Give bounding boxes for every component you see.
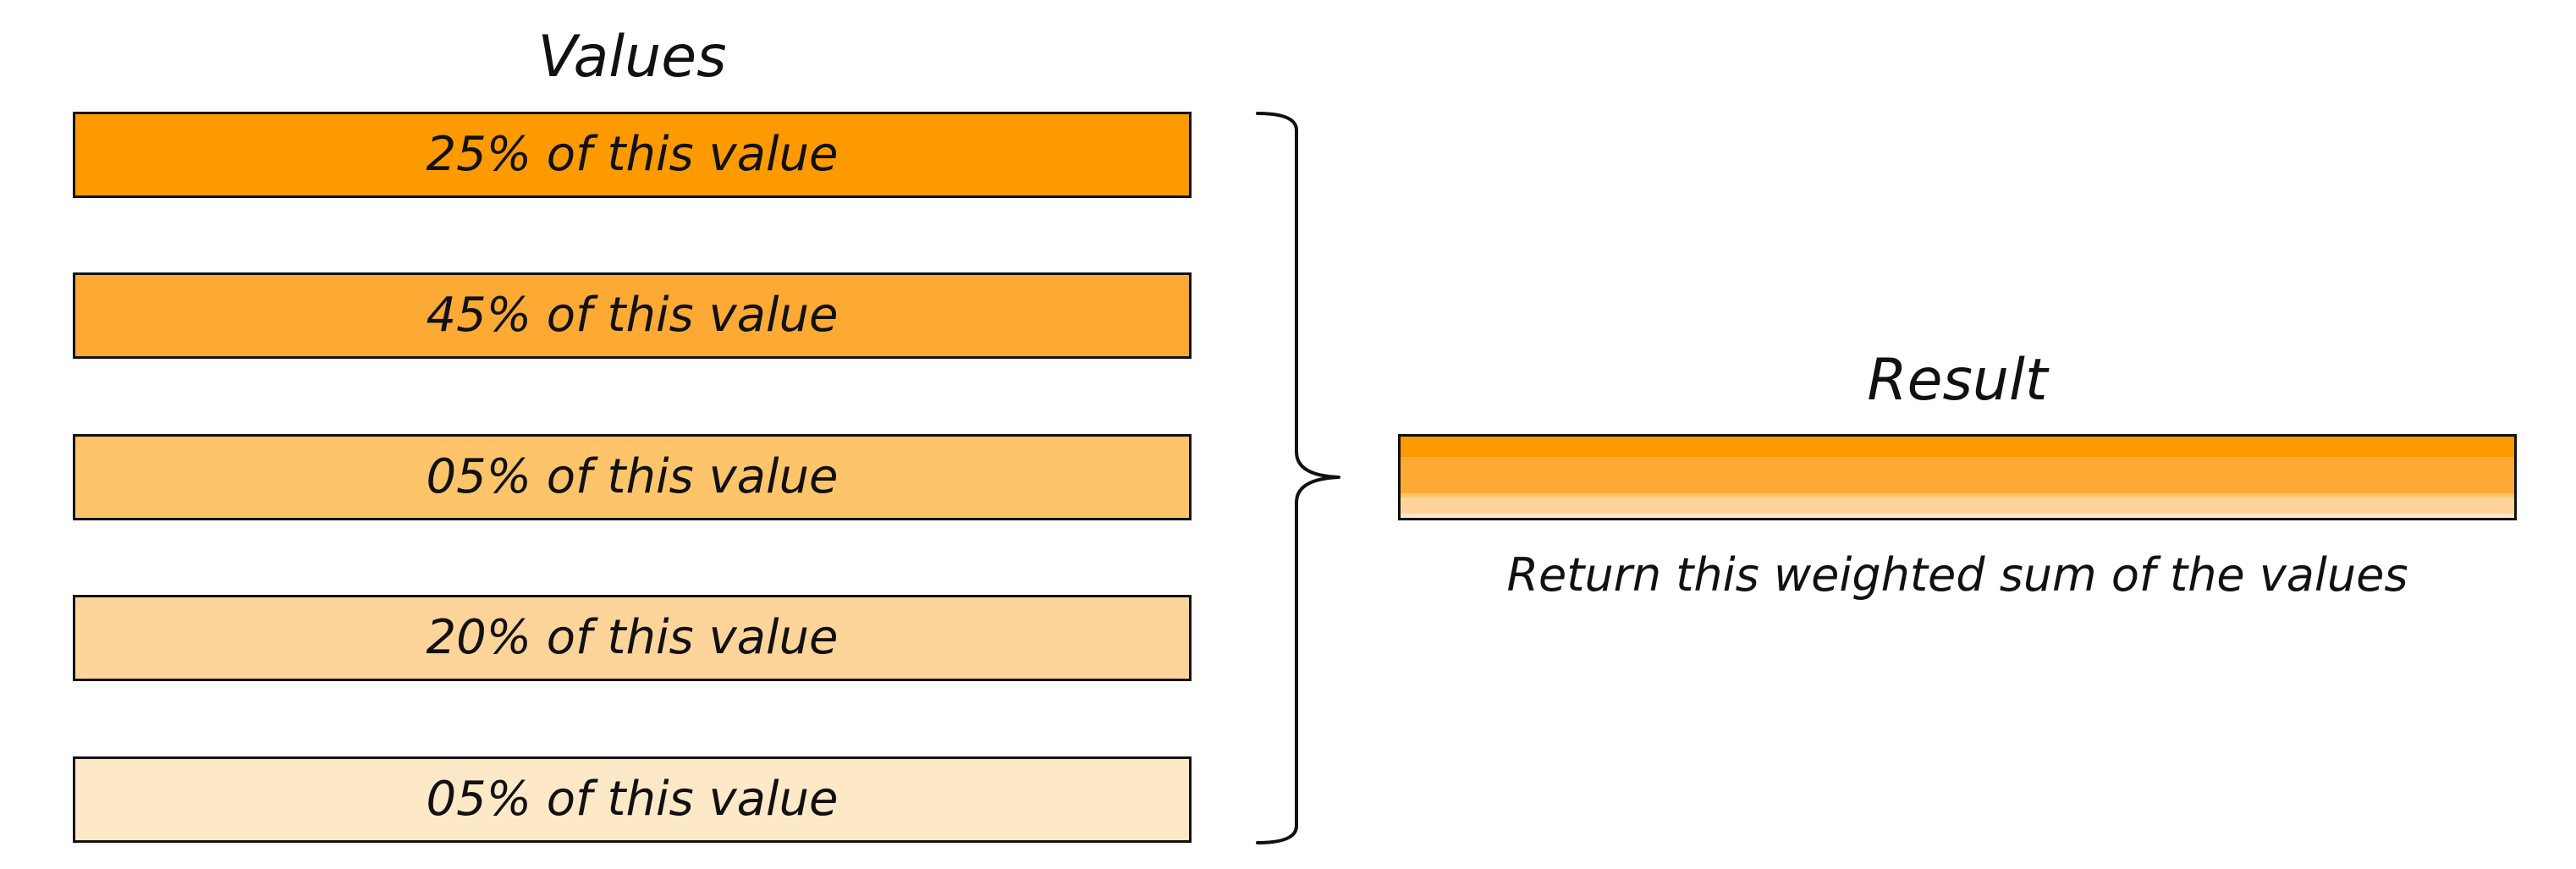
value-bar-label: 05% of this value [426, 772, 839, 827]
result-stripe-4 [1401, 497, 2514, 514]
value-bar-4: 20% of this value [73, 595, 1192, 681]
value-bar-label: 45% of this value [426, 288, 839, 343]
value-bar-5: 05% of this value [73, 756, 1192, 843]
value-bar-label: 05% of this value [426, 449, 839, 504]
value-bar-3: 05% of this value [73, 434, 1192, 520]
result-stripe-5 [1401, 514, 2514, 518]
result-stripe-1 [1401, 437, 2514, 457]
value-bar-label: 20% of this value [426, 610, 839, 665]
result-stripe-2 [1401, 457, 2514, 494]
value-bar-label: 25% of this value [426, 127, 839, 182]
result-title: Result [1867, 347, 2048, 414]
result-bar [1398, 434, 2517, 520]
result-caption: Return this weighted sum of the values [1506, 548, 2408, 602]
value-bar-2: 45% of this value [73, 272, 1192, 359]
value-bar-1: 25% of this value [73, 112, 1192, 198]
curly-brace [1256, 112, 1340, 844]
result-stripe-3 [1401, 493, 2514, 498]
values-title: Values [537, 24, 727, 91]
